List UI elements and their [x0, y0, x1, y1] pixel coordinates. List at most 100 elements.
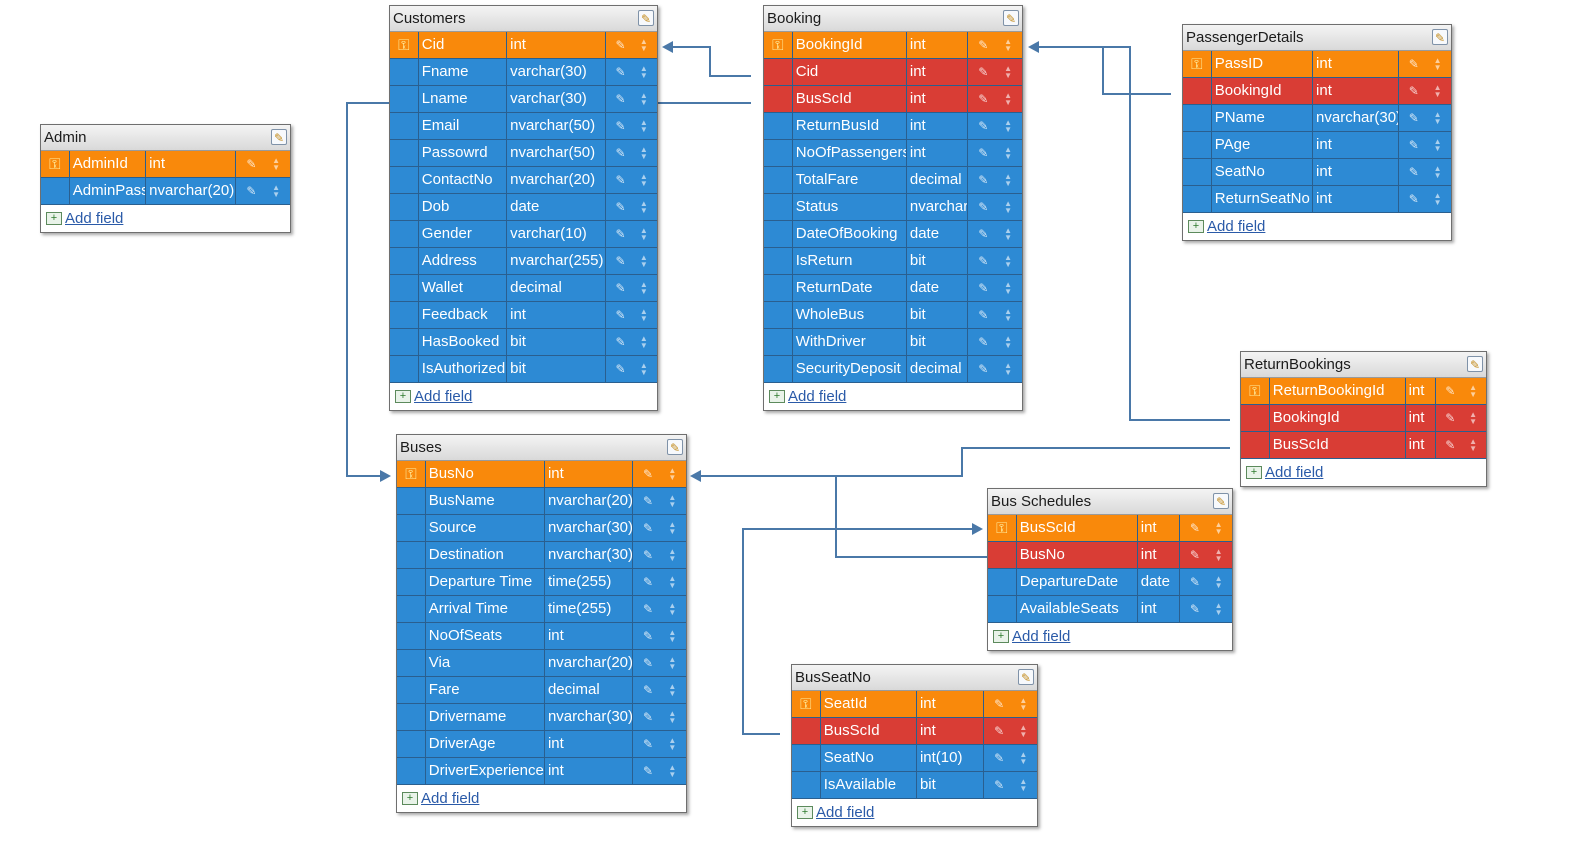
- pencil-icon[interactable]: ✎: [978, 254, 989, 268]
- field-name[interactable]: BusNo: [426, 461, 545, 487]
- pencil-icon[interactable]: ✎: [615, 92, 626, 106]
- table-header[interactable]: BusSeatNo ✎: [792, 665, 1037, 691]
- field-name[interactable]: DriverAge: [426, 731, 545, 757]
- pencil-icon[interactable]: ✎: [615, 38, 626, 52]
- field-name[interactable]: WholeBus: [793, 302, 907, 328]
- up-down-arrows-icon[interactable]: ▲▼: [639, 118, 648, 134]
- field-type[interactable]: time(255): [545, 596, 634, 622]
- up-down-arrows-icon[interactable]: ▲▼: [1004, 91, 1013, 107]
- pencil-icon[interactable]: ✎: [643, 683, 654, 697]
- field-name[interactable]: NoOfSeats: [426, 623, 545, 649]
- edit-icon[interactable]: ✎: [1213, 493, 1229, 509]
- field-type[interactable]: int: [545, 758, 634, 784]
- add-field-link[interactable]: Add field: [65, 210, 124, 227]
- field-name[interactable]: Departure Time: [426, 569, 545, 595]
- pencil-icon[interactable]: ✎: [978, 281, 989, 295]
- field-type[interactable]: decimal: [907, 356, 969, 382]
- field-type[interactable]: int: [1406, 378, 1437, 404]
- field-type[interactable]: date: [507, 194, 607, 220]
- add-field-row[interactable]: + Add field: [397, 785, 686, 812]
- up-down-arrows-icon[interactable]: ▲▼: [1004, 361, 1013, 377]
- up-down-arrows-icon[interactable]: ▲▼: [639, 361, 648, 377]
- field-type[interactable]: int: [545, 461, 634, 487]
- field-type[interactable]: int: [1406, 432, 1437, 458]
- field-name[interactable]: Cid: [419, 32, 508, 58]
- add-field-row[interactable]: + Add field: [1183, 213, 1451, 240]
- field-name[interactable]: Gender: [419, 221, 508, 247]
- pencil-icon[interactable]: ✎: [615, 65, 626, 79]
- up-down-arrows-icon[interactable]: ▲▼: [1004, 199, 1013, 215]
- add-field-row[interactable]: + Add field: [988, 623, 1232, 650]
- pencil-icon[interactable]: ✎: [615, 254, 626, 268]
- up-down-arrows-icon[interactable]: ▲▼: [272, 156, 281, 172]
- field-type[interactable]: bit: [917, 772, 985, 798]
- pencil-icon[interactable]: ✎: [615, 227, 626, 241]
- pencil-icon[interactable]: ✎: [1408, 192, 1419, 206]
- up-down-arrows-icon[interactable]: ▲▼: [1214, 574, 1223, 590]
- field-type[interactable]: varchar(10): [507, 221, 607, 247]
- field-name[interactable]: Destination: [426, 542, 545, 568]
- add-field-row[interactable]: + Add field: [764, 383, 1022, 410]
- up-down-arrows-icon[interactable]: ▲▼: [668, 709, 677, 725]
- pencil-icon[interactable]: ✎: [615, 308, 626, 322]
- up-down-arrows-icon[interactable]: ▲▼: [1469, 437, 1478, 453]
- up-down-arrows-icon[interactable]: ▲▼: [668, 736, 677, 752]
- field-type[interactable]: int(10): [917, 745, 985, 771]
- field-type[interactable]: decimal: [907, 167, 969, 193]
- field-type[interactable]: int: [1313, 78, 1400, 104]
- edit-icon[interactable]: ✎: [1467, 356, 1483, 372]
- field-name[interactable]: ContactNo: [419, 167, 508, 193]
- up-down-arrows-icon[interactable]: ▲▼: [639, 145, 648, 161]
- up-down-arrows-icon[interactable]: ▲▼: [668, 547, 677, 563]
- up-down-arrows-icon[interactable]: ▲▼: [639, 64, 648, 80]
- up-down-arrows-icon[interactable]: ▲▼: [1433, 56, 1442, 72]
- table-header[interactable]: PassengerDetails ✎: [1183, 25, 1451, 51]
- field-name[interactable]: PassID: [1212, 51, 1314, 77]
- field-name[interactable]: DepartureDate: [1017, 569, 1138, 595]
- field-name[interactable]: Passowrd: [419, 140, 508, 166]
- field-type[interactable]: int: [1138, 515, 1181, 541]
- field-name[interactable]: NoOfPassengers: [793, 140, 907, 166]
- edit-icon[interactable]: ✎: [667, 439, 683, 455]
- edit-icon[interactable]: ✎: [638, 10, 654, 26]
- field-type[interactable]: nvarchar(20): [146, 178, 237, 204]
- pencil-icon[interactable]: ✎: [615, 119, 626, 133]
- up-down-arrows-icon[interactable]: ▲▼: [1019, 696, 1028, 712]
- add-field-link[interactable]: Add field: [788, 388, 847, 405]
- field-type[interactable]: int: [146, 151, 237, 177]
- up-down-arrows-icon[interactable]: ▲▼: [1469, 383, 1478, 399]
- pencil-icon[interactable]: ✎: [1445, 411, 1456, 425]
- field-name[interactable]: Wallet: [419, 275, 508, 301]
- field-name[interactable]: Drivername: [426, 704, 545, 730]
- field-type[interactable]: nvarchar(30): [545, 515, 634, 541]
- pencil-icon[interactable]: ✎: [978, 362, 989, 376]
- field-name[interactable]: PName: [1212, 105, 1314, 131]
- edit-icon[interactable]: ✎: [271, 129, 287, 145]
- field-name[interactable]: SeatNo: [1212, 159, 1314, 185]
- field-name[interactable]: Cid: [793, 59, 907, 85]
- up-down-arrows-icon[interactable]: ▲▼: [639, 226, 648, 242]
- pencil-icon[interactable]: ✎: [615, 200, 626, 214]
- field-name[interactable]: PAge: [1212, 132, 1314, 158]
- field-type[interactable]: int: [907, 32, 969, 58]
- add-field-row[interactable]: + Add field: [390, 383, 657, 410]
- up-down-arrows-icon[interactable]: ▲▼: [668, 763, 677, 779]
